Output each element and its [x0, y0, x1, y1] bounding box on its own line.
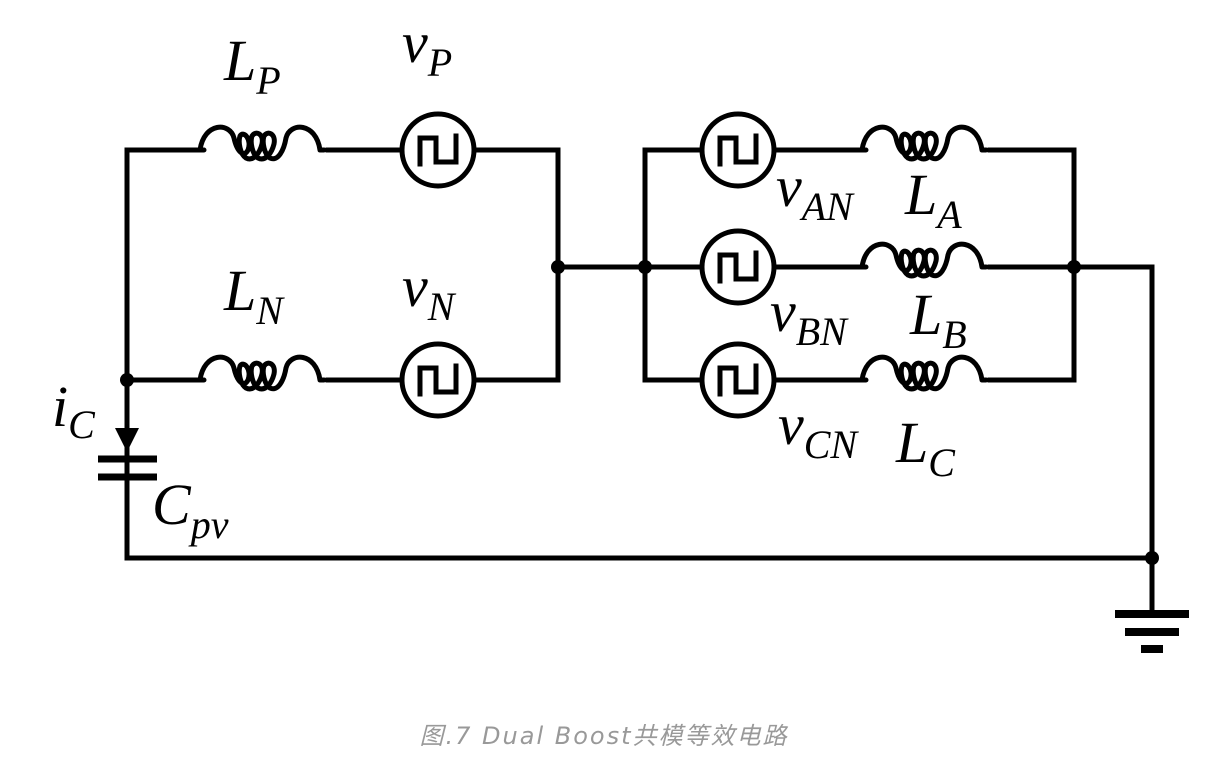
source-vAN [699, 111, 777, 189]
circuit-diagram: LP vP LN vN vAN LA vBN LB vCN LC iC Cpv [52, 10, 1189, 653]
source-vP [399, 111, 477, 189]
label-LC: LC [895, 410, 956, 485]
junction-node [638, 260, 652, 274]
junction-node [551, 260, 565, 274]
figure-caption: 图.7 Dual Boost共模等效电路 [419, 722, 789, 750]
inductor-LN [200, 357, 324, 389]
label-iC: iC [52, 374, 96, 447]
current-arrow-icon [115, 428, 139, 452]
label-LP: LP [223, 28, 281, 103]
capacitor-Cpv [98, 377, 157, 561]
junction-node [120, 373, 134, 387]
label-vAN: vAN [776, 154, 855, 229]
label-vP: vP [402, 10, 452, 85]
junction-node [1067, 260, 1081, 274]
source-vN [399, 341, 477, 419]
source-vCN [699, 341, 777, 419]
label-Cpv: Cpv [152, 472, 229, 547]
label-LB: LB [909, 282, 967, 357]
label-vN: vN [402, 254, 457, 329]
inductor-LC [862, 357, 986, 389]
label-vBN: vBN [770, 279, 849, 354]
label-LN: LN [223, 258, 285, 333]
label-LA: LA [904, 162, 962, 237]
label-vCN: vCN [778, 392, 859, 467]
source-vBN [699, 228, 777, 306]
ground-icon [1115, 610, 1189, 653]
inductor-LP [200, 127, 324, 159]
junction-node [1145, 551, 1159, 565]
inductor-LA [862, 127, 986, 159]
inductor-LB [862, 244, 986, 276]
